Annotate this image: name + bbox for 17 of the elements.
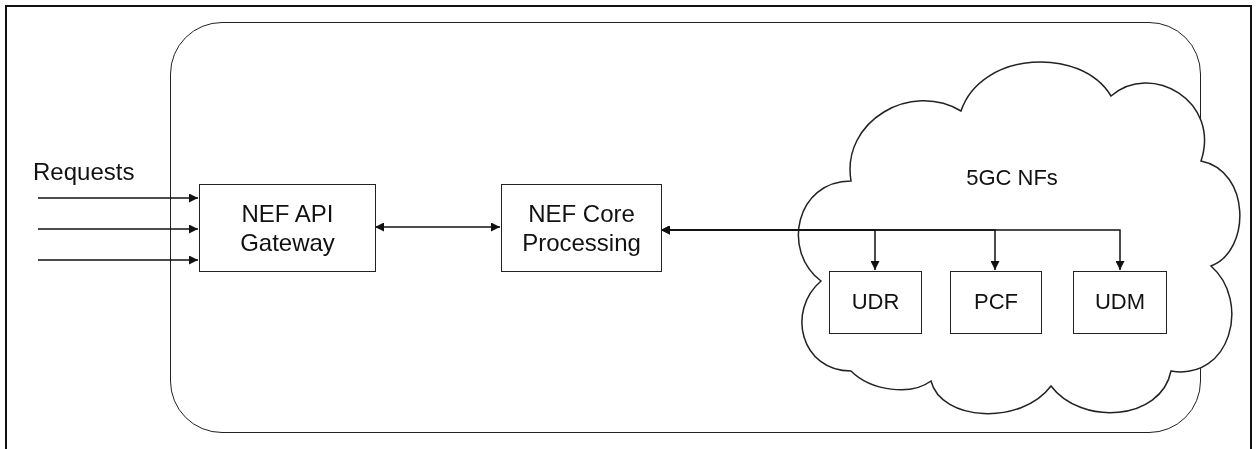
input-label: Requests (33, 158, 135, 186)
cloud-title: 5GC NFs (965, 165, 1059, 191)
process-box (199, 184, 376, 272)
box-label: PCF (973, 289, 1019, 316)
box-label: NEF API Gateway (239, 198, 336, 258)
box-label: UDR (850, 289, 901, 316)
process-box (501, 184, 662, 272)
arrow (37, 255, 199, 265)
process-box (950, 271, 1042, 334)
arrow (374, 222, 501, 232)
arrow (660, 225, 1125, 271)
arrow (37, 224, 199, 234)
box-label: UDM (1093, 289, 1147, 316)
process-box (1073, 271, 1167, 334)
process-box (829, 271, 922, 334)
arrow (37, 193, 199, 203)
box-label: NEF Core Processing (521, 198, 642, 258)
